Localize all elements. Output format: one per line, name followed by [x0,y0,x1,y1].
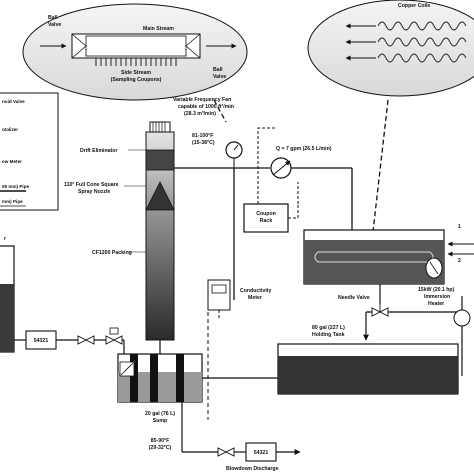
sump-label-2: Sump [153,418,167,424]
drift-eliminator-label: Drift Eliminator [80,148,117,154]
spray-nozzle-label-2: Spray Nozzle [78,189,110,195]
holding-tank-label-2: Holding Tank [312,332,345,338]
heater-power-label-2: Immersion [424,294,450,300]
conductivity-meter [207,279,231,420]
spray-nozzle-label-1: 110° Full Cone Square [64,182,119,188]
pump-icon [453,309,471,327]
blowdown-label: Blowdown Discharge [226,466,279,472]
heater-power-label-1: 15kW (20.1 hp) [418,287,455,293]
left-tank-label: r [4,236,6,242]
ball-valve-right-label-2: Valve [213,74,226,80]
heater-label-1: 1 [458,224,461,230]
blowdown-line: 54321 [181,402,301,462]
heater-tank [303,229,474,285]
sump [117,340,203,403]
main-stream-label: Main Stream [143,26,174,32]
sampling-coupons-label: (Sampling Coupons) [111,77,162,83]
side-stream-detail: Ball Valve Main Stream Ball Valve Side S… [22,3,248,101]
temp-top-label-2: (15-38°C) [192,140,215,146]
holding-tank-label-1: 80 gal (227 L) [312,325,345,331]
vfd-fan-label-1: Variable Frequency Fan [173,97,231,103]
totalizer-left-readout: 54321 [34,338,49,344]
heater-label-2: 2 [458,258,461,264]
temp-top-label-1: 81-100°F [192,133,213,139]
holding-tank [277,343,459,395]
copper-coils-detail: Copper Coils [307,0,474,97]
coupon-rack: Coupon Rack [243,203,289,233]
ball-valve-right-label-1: Ball [213,67,223,73]
conductivity-label-1: Conductivity [240,288,272,294]
legend-flow-meter: ow Meter [2,159,22,164]
legend-pipe-2: mm) Pipe [2,199,23,204]
leader-side-stream [213,99,227,123]
supply-line [174,141,353,300]
cooling-tower [124,121,175,341]
temp-bottom-label-2: (29-32°C) [149,445,172,451]
needle-valve-line [363,284,471,376]
coupon-rack-label-2: Rack [260,218,273,224]
totalizer-bottom-readout: 54321 [254,450,269,456]
ball-valve-left-label-1: Ball [48,15,58,21]
legend-totalizer: otalizer [2,127,18,132]
coupon-rack-label-1: Coupon [256,211,276,217]
side-stream-label: Side Stream [121,70,151,76]
needle-valve-label: Needle Valve [338,295,370,301]
copper-coils-label: Copper Coils [398,3,430,9]
ball-valve-left-label-2: Valve [48,22,61,28]
left-tank: r [0,236,15,353]
conductivity-label-2: Meter [248,295,262,301]
heater-power-label-3: Heater [428,301,444,307]
legend-solenoid-valve: noid Valve [2,99,25,104]
packing-label: CF1200 Packing [92,250,132,256]
legend: noid Valve otalizer ow Meter 05 mm) Pipe… [0,92,59,211]
legend-pipe-1: 05 mm) Pipe [2,184,30,189]
temp-bottom-label-1: 85-90°F [151,438,170,444]
vfd-fan-label-3: (28.3 m³/min) [184,111,216,117]
makeup-line: 54321 [14,327,125,354]
vfd-fan-label-2: capable of 1000 ft³/min [178,104,234,110]
sump-label-1: 20 gal (76 L) [145,411,175,417]
flow-rate-label: Q = 7 gpm (26.5 L/min) [276,146,332,152]
